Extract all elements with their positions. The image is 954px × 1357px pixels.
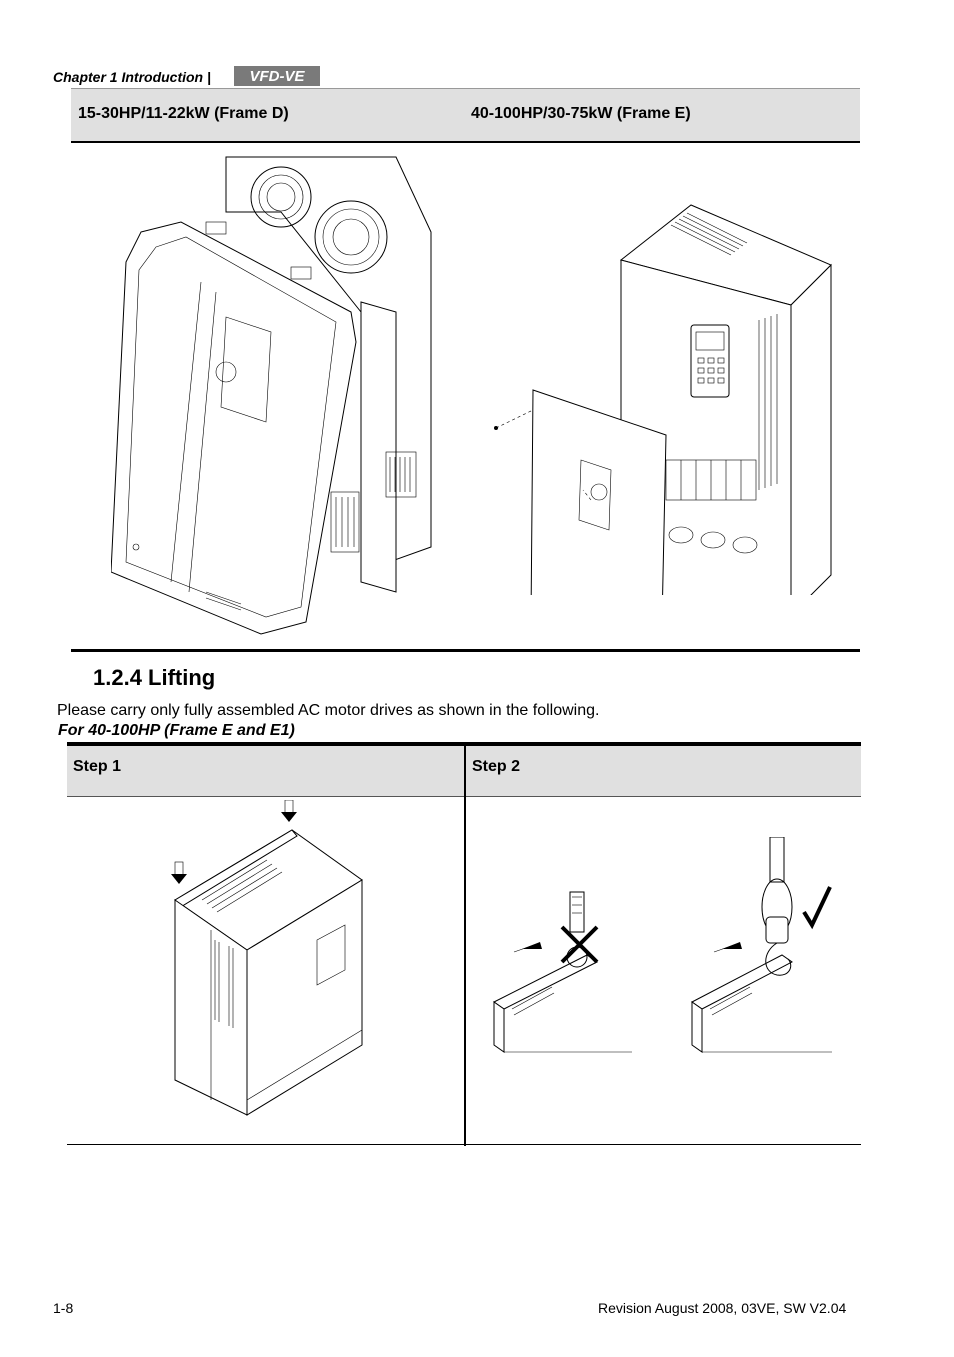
step2-label: Step 2 — [472, 758, 521, 775]
lifting-table-divider — [464, 746, 466, 1146]
lifting-table-bottom-rule — [67, 1144, 861, 1145]
frame-table-header: 15-30HP/11-22kW (Frame D) 40-100HP/30-75… — [71, 88, 860, 143]
frame-d-label: 15-30HP/11-22kW (Frame D) — [78, 105, 289, 122]
lifting-steps-table: Step 1 Step 2 — [67, 742, 861, 1146]
checkmark-icon — [802, 886, 832, 930]
brand-logo: VFD-VE — [234, 66, 320, 86]
step2-drawing — [493, 837, 832, 1053]
lift-arrow-icon — [171, 861, 187, 884]
lift-arrow-icon — [281, 800, 297, 822]
chapter-label: Chapter 1 Introduction | — [53, 69, 211, 85]
frame-e-drawing — [494, 204, 832, 595]
frame-table-bottom-rule — [71, 649, 860, 652]
direction-arrow-icon — [513, 942, 542, 953]
section-title: 1.2.4 Lifting — [93, 665, 216, 690]
frame-table: 15-30HP/11-22kW (Frame D) 40-100HP/30-75… — [71, 88, 860, 652]
lifting-subheading: For 40-100HP (Frame E and E1) — [58, 722, 295, 739]
correct-lifting-example — [691, 837, 832, 1053]
frame-e-label: 40-100HP/30-75kW (Frame E) — [471, 105, 691, 122]
revision-info: Revision August 2008, 03VE, SW V2.04 — [598, 1300, 847, 1316]
lifting-instruction: Please carry only fully assembled AC mot… — [57, 702, 600, 719]
incorrect-lifting-example — [493, 891, 632, 1053]
frame-d-drawing — [111, 156, 432, 635]
page-number: 1-8 — [53, 1300, 74, 1316]
logo-text: VFD-VE — [249, 68, 305, 85]
step1-label: Step 1 — [73, 758, 122, 775]
step1-drawing — [171, 800, 363, 1116]
direction-arrow-icon — [713, 942, 742, 953]
